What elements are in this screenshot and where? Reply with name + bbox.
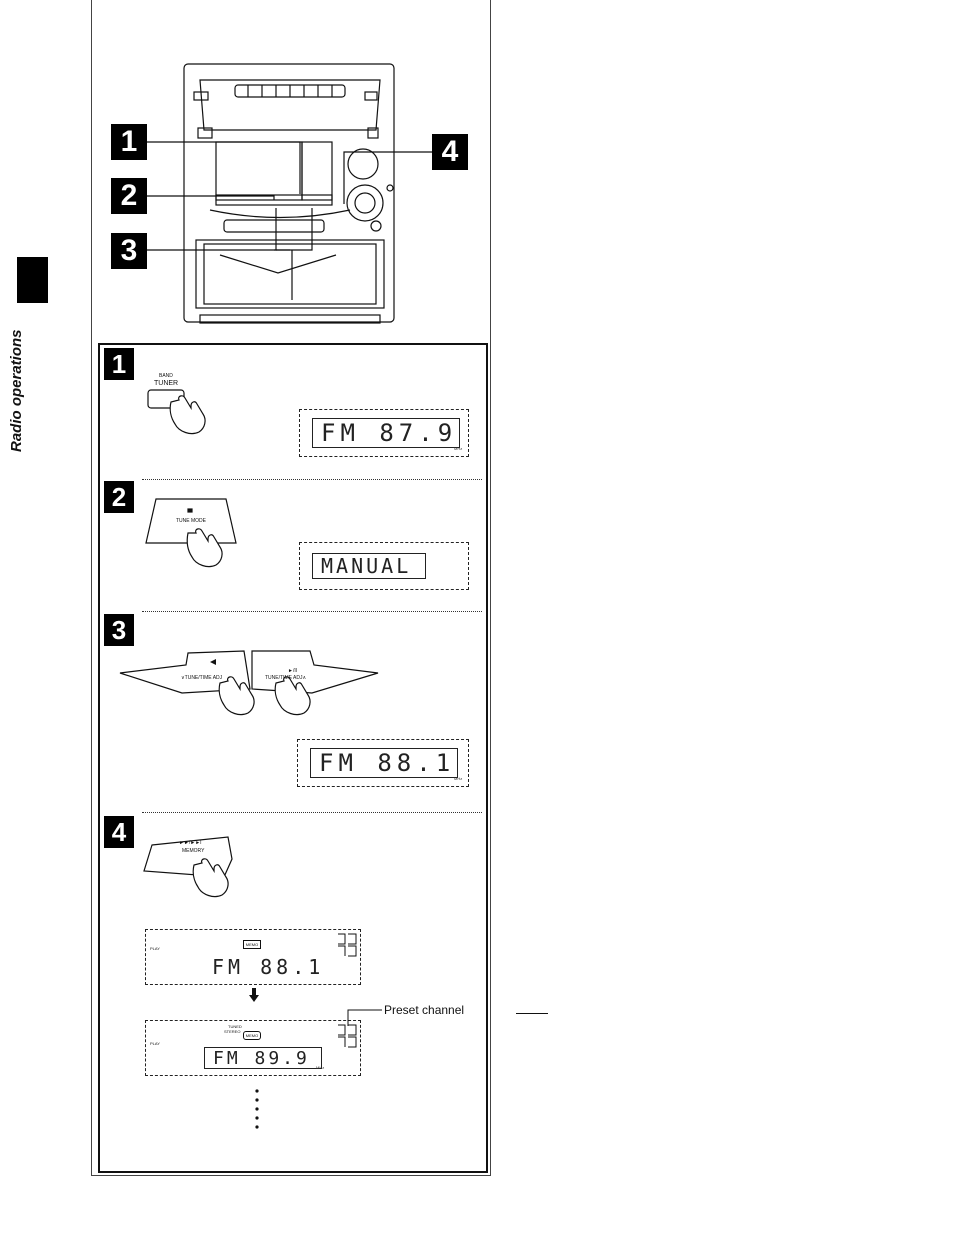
stereo-indicator: STEREO <box>224 1029 240 1034</box>
skip-forward-symbol: ►►/►►I <box>179 840 202 846</box>
play-indicator-after: PLAY <box>150 1041 160 1046</box>
play-pause-symbol: ►/II <box>288 668 297 674</box>
step-divider-1 <box>142 479 482 480</box>
down-arrow-icon <box>249 988 259 1002</box>
column-right-border <box>490 0 491 1176</box>
tune-down-label: ∨TUNE/TIME ADJ <box>181 675 222 681</box>
step-divider-2 <box>142 611 482 612</box>
preset-number-segments <box>336 932 358 958</box>
tune-mode-button-press-icon <box>142 493 252 571</box>
display-step-4-after-text: FM 89.9 <box>204 1047 322 1069</box>
display-step-4-before: PLAY MEMO FM 88.1 <box>145 929 361 985</box>
section-tab <box>17 257 48 303</box>
memory-label: MEMORY <box>182 848 204 854</box>
step-3-number: 3 <box>104 614 134 646</box>
preset-channel-label: Preset channel <box>384 1003 464 1017</box>
step-1-number: 1 <box>104 348 134 380</box>
display-step-2-text: MANUAL <box>312 553 426 579</box>
display-step-4-after: PLAY TUNED STEREO MEMO FM 89.9 MHz <box>145 1020 361 1076</box>
display-step-1: FM 87.9 MHz <box>299 409 469 457</box>
tune-up-label: TUNE/TIME ADJ∧ <box>265 675 306 681</box>
band-label: BAND <box>159 373 173 379</box>
display-step-3: FM 88.1 MHz <box>297 739 469 787</box>
callout-marker-1: 1 <box>111 124 147 160</box>
section-label: Radio operations <box>8 312 30 452</box>
tuner-label: TUNER <box>154 380 178 387</box>
tuner-button-press-icon <box>145 388 215 440</box>
tune-adjust-buttons-press-icon <box>116 647 384 721</box>
step-4-number: 4 <box>104 816 134 848</box>
play-indicator: PLAY <box>150 946 160 951</box>
display-step-1-text: FM 87.9 <box>312 418 460 448</box>
step-2-number: 2 <box>104 481 134 513</box>
callout-marker-2: 2 <box>111 178 147 214</box>
continuation-dots <box>254 1088 260 1132</box>
display-step-3-unit: MHz <box>454 776 462 781</box>
preset-channel-pointer <box>338 1006 384 1028</box>
callout-lines <box>100 130 460 270</box>
tune-mode-label: TUNE MODE <box>176 518 206 524</box>
display-step-4-before-text: FM 88.1 <box>204 956 328 978</box>
callout-marker-4: 4 <box>432 134 468 170</box>
step-divider-3 <box>142 812 482 813</box>
column-bottom-border <box>91 1175 491 1176</box>
memo-indicator: MEMO <box>243 1031 261 1040</box>
display-step-1-unit: MHz <box>454 446 462 451</box>
display-step-2: MANUAL <box>299 542 469 590</box>
display-step-3-text: FM 88.1 <box>310 748 458 778</box>
display-step-4-unit: MHz <box>316 1065 324 1070</box>
memo-indicator-blinking: MEMO <box>243 940 261 949</box>
column-left-border <box>91 0 92 1176</box>
callout-marker-3: 3 <box>111 233 147 269</box>
short-rule <box>516 1013 548 1014</box>
